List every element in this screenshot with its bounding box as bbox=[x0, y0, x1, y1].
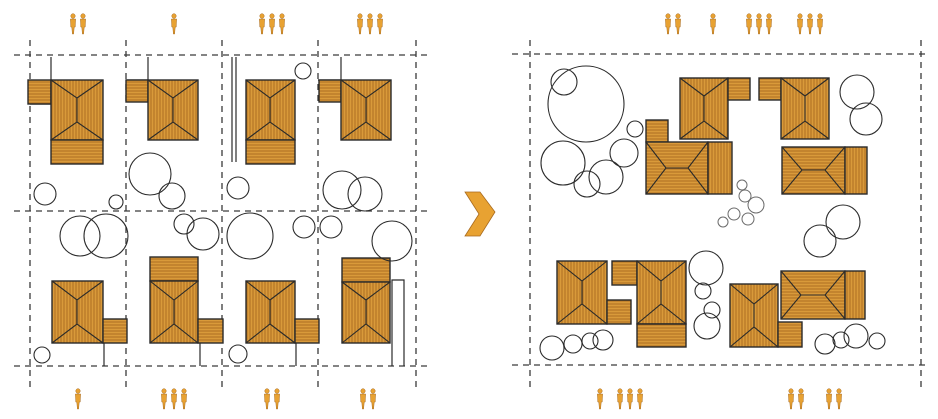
person-icon bbox=[807, 13, 813, 35]
person-icon bbox=[367, 13, 373, 35]
person-icon bbox=[171, 13, 177, 35]
person-icon bbox=[627, 388, 633, 410]
right-houses bbox=[556, 77, 868, 348]
house bbox=[318, 79, 392, 141]
person-icon bbox=[370, 388, 376, 410]
person-icon bbox=[181, 388, 187, 410]
entrance-person-group bbox=[710, 13, 716, 35]
person-icon bbox=[274, 388, 280, 410]
person-icon bbox=[798, 388, 804, 410]
right-panel-clustered bbox=[512, 40, 930, 388]
person-icon bbox=[675, 13, 681, 35]
person-icon bbox=[617, 388, 623, 410]
house bbox=[149, 256, 224, 344]
house bbox=[125, 79, 199, 141]
person-icon bbox=[836, 388, 842, 410]
house bbox=[679, 77, 751, 140]
house bbox=[51, 280, 128, 344]
person-icon bbox=[259, 13, 265, 35]
person-icon bbox=[665, 13, 671, 35]
entrance-person-group bbox=[264, 388, 280, 410]
person-icon bbox=[826, 388, 832, 410]
house bbox=[341, 257, 391, 344]
house bbox=[245, 79, 296, 165]
person-icon bbox=[279, 13, 285, 35]
person-icon bbox=[597, 388, 603, 410]
entrance-markers bbox=[70, 13, 842, 410]
person-icon bbox=[264, 388, 270, 410]
entrance-person-group bbox=[171, 13, 177, 35]
person-icon bbox=[75, 388, 81, 410]
entrance-person-group bbox=[826, 388, 842, 410]
right-dashed-grid bbox=[512, 40, 930, 388]
entrance-person-group bbox=[788, 388, 804, 410]
entrance-person-group bbox=[746, 13, 772, 35]
entrance-person-group bbox=[665, 13, 681, 35]
person-icon bbox=[817, 13, 823, 35]
chevron-right-icon bbox=[464, 191, 496, 237]
person-icon bbox=[80, 13, 86, 35]
entrance-person-group bbox=[597, 388, 603, 410]
house bbox=[611, 260, 687, 348]
entrance-person-group bbox=[75, 388, 81, 410]
house bbox=[645, 119, 733, 195]
person-icon bbox=[746, 13, 752, 35]
person-icon bbox=[377, 13, 383, 35]
person-icon bbox=[797, 13, 803, 35]
entrance-person-group bbox=[360, 388, 376, 410]
person-icon bbox=[357, 13, 363, 35]
entrance-person-group bbox=[70, 13, 86, 35]
person-icon bbox=[766, 13, 772, 35]
house bbox=[245, 280, 320, 344]
entrance-person-group bbox=[357, 13, 383, 35]
house bbox=[556, 260, 632, 325]
house bbox=[758, 77, 830, 140]
house bbox=[781, 146, 868, 195]
person-icon bbox=[710, 13, 716, 35]
right-trees bbox=[539, 65, 886, 361]
person-icon bbox=[171, 388, 177, 410]
person-icon bbox=[269, 13, 275, 35]
person-icon bbox=[360, 388, 366, 410]
person-icon bbox=[637, 388, 643, 410]
left-trees bbox=[33, 62, 413, 364]
house bbox=[27, 79, 104, 165]
entrance-person-group bbox=[161, 388, 187, 410]
entrance-person-group bbox=[797, 13, 823, 35]
person-icon bbox=[788, 388, 794, 410]
person-icon bbox=[70, 13, 76, 35]
house bbox=[780, 270, 866, 320]
entrance-person-group bbox=[259, 13, 285, 35]
person-icon bbox=[161, 388, 167, 410]
left-houses bbox=[27, 79, 392, 344]
left-panel-grid bbox=[14, 40, 432, 388]
entrance-person-group bbox=[617, 388, 643, 410]
house bbox=[729, 283, 803, 348]
person-icon bbox=[756, 13, 762, 35]
